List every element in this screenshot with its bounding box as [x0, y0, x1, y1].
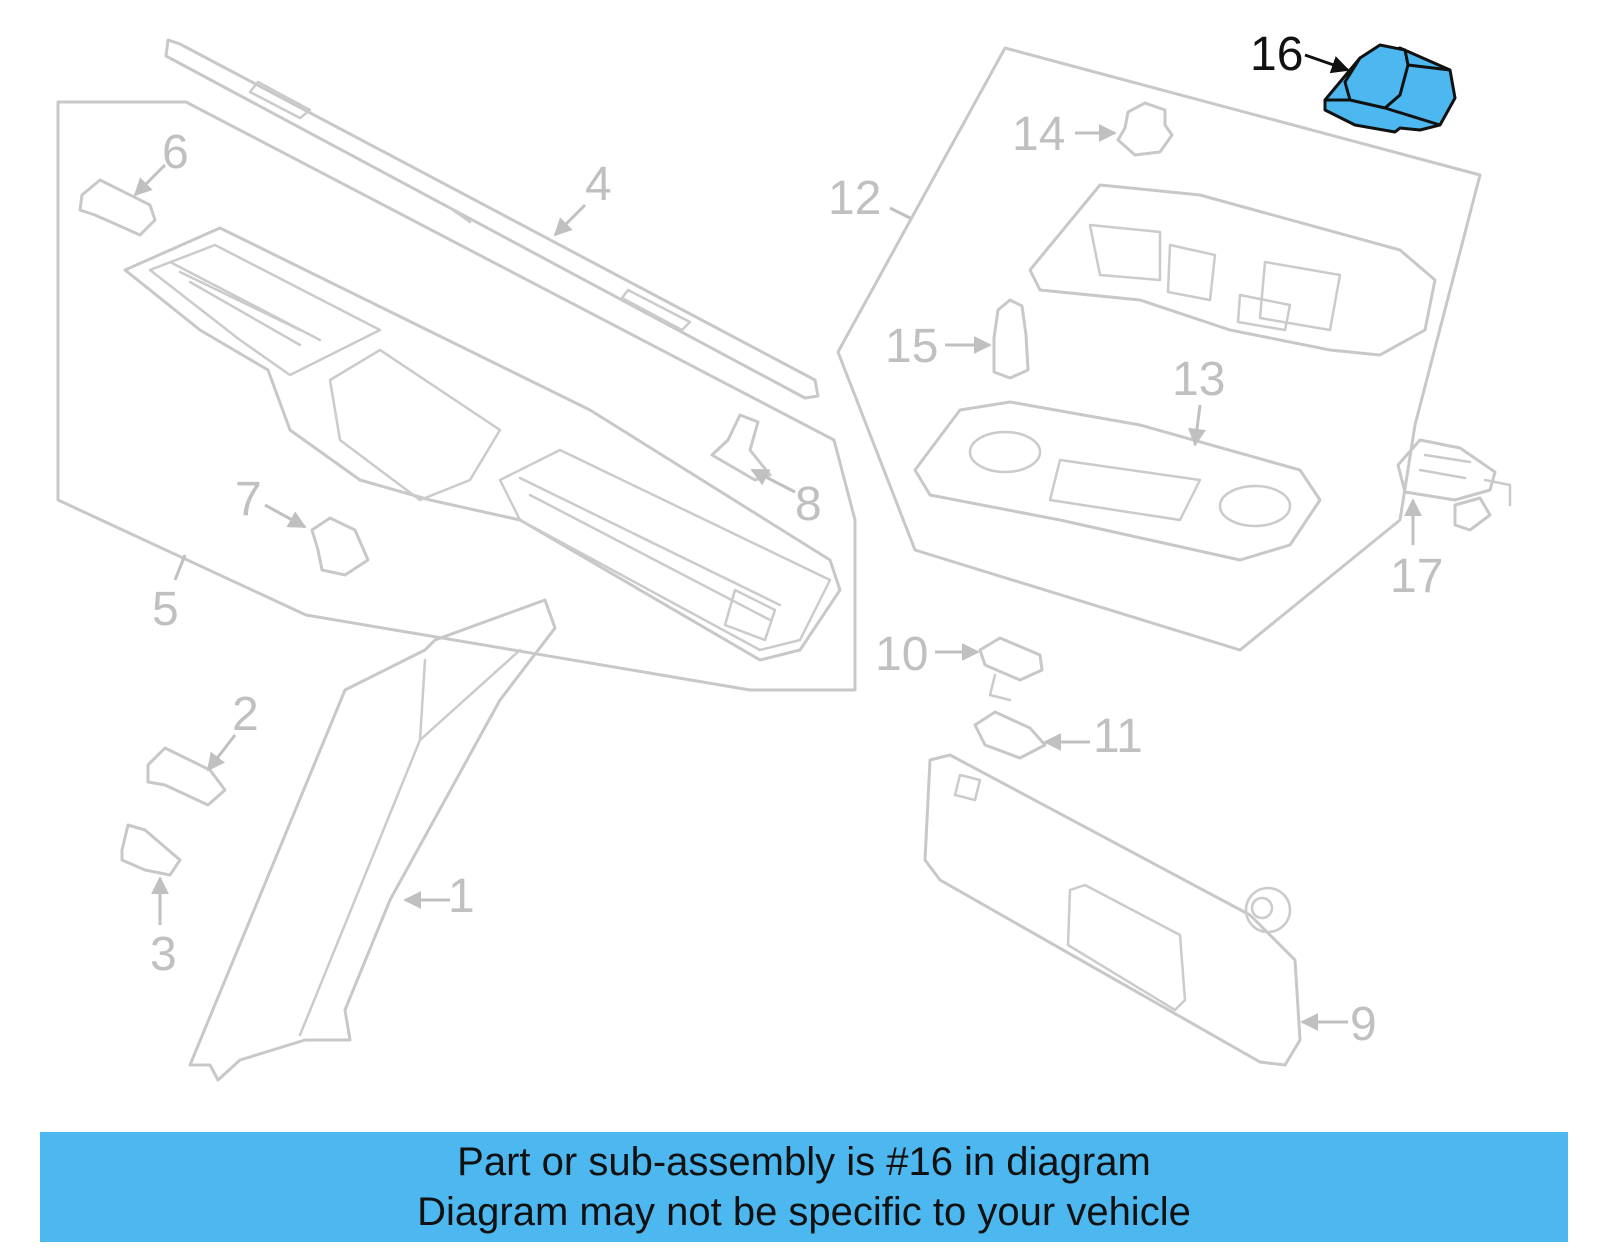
part-3-clip — [120, 823, 182, 877]
part-17-switch — [1396, 438, 1512, 532]
callout-9: 9 — [1350, 998, 1377, 1051]
info-banner: Part or sub-assembly is #16 in diagram D… — [40, 1132, 1568, 1242]
callout-arrows — [133, 53, 1422, 1031]
callout-4: 4 — [585, 158, 612, 211]
part-16-highlighted — [1323, 43, 1457, 134]
part-14-plug — [1116, 101, 1174, 157]
part-13-tray — [913, 400, 1322, 562]
part-7-clip — [310, 516, 370, 577]
callout-10: 10 — [875, 628, 928, 681]
part-6-clip — [78, 178, 157, 237]
callout-14: 14 — [1012, 108, 1065, 161]
part-9-sun-visor — [923, 753, 1302, 1067]
part-15-bulb — [992, 298, 1030, 380]
callout-7: 7 — [235, 473, 262, 526]
callout-17: 17 — [1390, 550, 1443, 603]
callout-8: 8 — [795, 478, 822, 531]
callout-5: 5 — [152, 583, 179, 636]
banner-line-1: Part or sub-assembly is #16 in diagram — [457, 1140, 1151, 1184]
part-8-clip — [710, 413, 772, 482]
part-11-holder — [973, 710, 1047, 760]
group-box-12 — [836, 46, 1482, 652]
callout-6: 6 — [162, 126, 189, 179]
parts-diagram: 1 2 3 4 5 6 7 8 9 10 11 12 13 14 15 16 1… — [56, 28, 1512, 1082]
group-box-5 — [56, 100, 857, 692]
callout-11: 11 — [1093, 710, 1143, 763]
callout-16: 16 — [1250, 28, 1303, 81]
callout-13: 13 — [1172, 353, 1225, 406]
part-5-trim-panel — [123, 226, 842, 662]
overhead-console — [1028, 183, 1437, 357]
part-4-trim-strip — [164, 38, 820, 400]
callout-15: 15 — [885, 320, 938, 373]
callout-labels: 1 2 3 4 5 6 7 8 9 10 11 12 13 14 15 16 1… — [150, 28, 1443, 1051]
callout-3: 3 — [150, 928, 177, 981]
banner-line-2: Diagram may not be specific to your vehi… — [417, 1190, 1191, 1234]
part-10-bracket — [978, 636, 1044, 702]
callout-1: 1 — [448, 870, 475, 923]
part-2-clip — [146, 746, 227, 807]
callout-2: 2 — [232, 688, 259, 741]
part-1-pillar-trim — [188, 598, 557, 1082]
callout-12: 12 — [828, 172, 881, 225]
